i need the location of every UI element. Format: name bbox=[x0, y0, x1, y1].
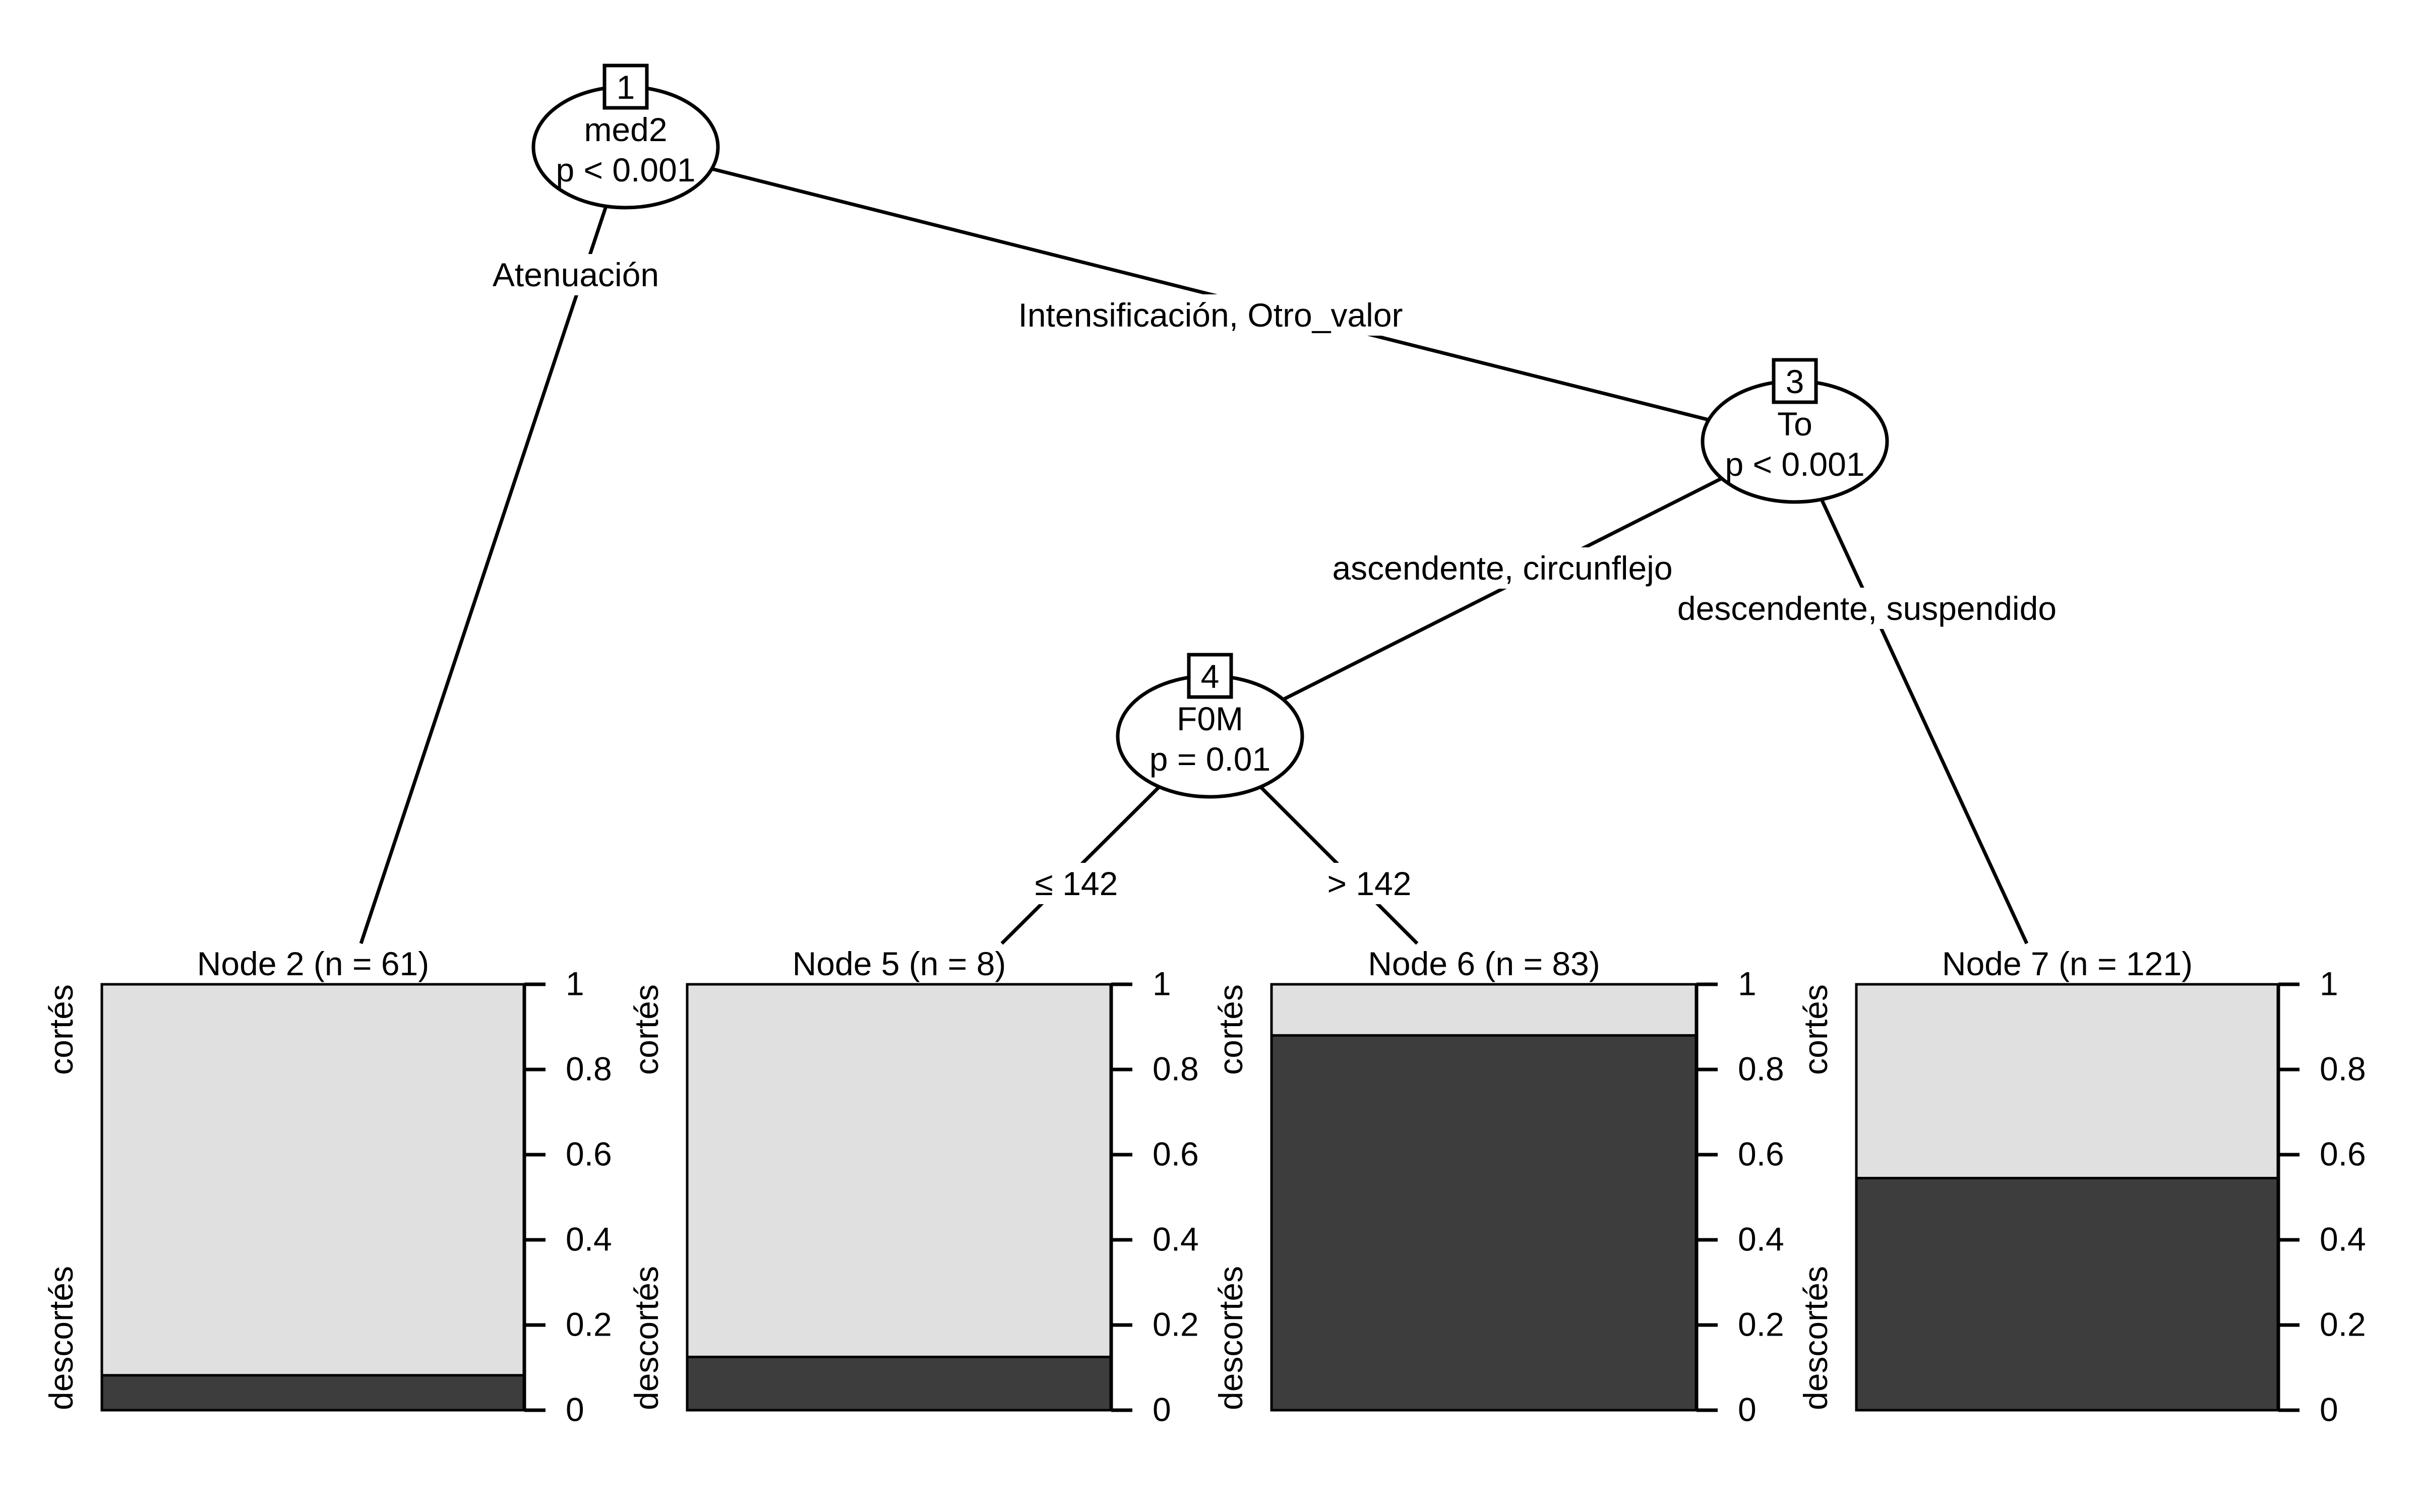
y-tick-label: 0 bbox=[566, 1391, 584, 1428]
edge-label-1-3: Intensificación, Otro_valor bbox=[1015, 294, 1406, 336]
y-tick-label: 0.2 bbox=[566, 1305, 612, 1343]
edge-label-text: Atenuación bbox=[493, 256, 659, 293]
bar-segment-cortes bbox=[1272, 984, 1697, 1036]
y-tick-label: 1 bbox=[2320, 965, 2338, 1002]
bar-segment-descortes bbox=[1856, 1178, 2278, 1410]
bar-segment-cortes bbox=[102, 984, 524, 1375]
terminal-node-7: Node 7 (n = 121) 0 0.2 0.4 0.6 0.8 1 cortés desc… bbox=[1797, 945, 2366, 1428]
node-id: 4 bbox=[1201, 658, 1220, 695]
y-tick-label: 1 bbox=[1738, 965, 1757, 1002]
edge-label-background bbox=[1674, 588, 2060, 629]
edge-label-background bbox=[489, 254, 662, 295]
terminal-node-label: Node 2 (n = 61) bbox=[197, 945, 429, 982]
node-id-box bbox=[602, 64, 649, 110]
bar-segment-cortes bbox=[1856, 984, 2278, 1178]
class-label-descortes: descortés bbox=[42, 1266, 80, 1410]
edge-label-3-4: ascendente, circunflejo bbox=[1329, 547, 1676, 589]
terminal-node-6: Node 6 (n = 83) 0 0.2 0.4 0.6 0.8 1 cortés desco… bbox=[1212, 945, 1784, 1428]
edge-label-1-2: Atenuación bbox=[489, 254, 662, 295]
node-id-box bbox=[1187, 653, 1233, 699]
y-tick-label: 0.4 bbox=[1153, 1220, 1199, 1257]
edge-label-3-7: descendente, suspendido bbox=[1674, 588, 2060, 629]
y-tick-label: 0.2 bbox=[2320, 1305, 2366, 1343]
terminal-node-label: Node 5 (n = 8) bbox=[793, 945, 1006, 982]
class-label-cortes: cortés bbox=[42, 984, 80, 1075]
edge-label-text: Intensificación, Otro_valor bbox=[1018, 296, 1403, 334]
y-tick-label: 1 bbox=[566, 965, 584, 1002]
node-p-value: p < 0.001 bbox=[1725, 446, 1864, 483]
edge-label-text: > 142 bbox=[1327, 865, 1412, 902]
class-label-cortes: cortés bbox=[628, 984, 665, 1075]
class-label-descortes: descortés bbox=[628, 1266, 665, 1410]
y-tick-label: 0.2 bbox=[1153, 1305, 1199, 1343]
y-tick-label: 0.4 bbox=[2320, 1220, 2366, 1257]
edge-label-background bbox=[1329, 547, 1676, 589]
edge-label-text: ≤ 142 bbox=[1035, 865, 1118, 902]
node-p-value: p < 0.001 bbox=[556, 151, 695, 188]
node-variable: F0M bbox=[1177, 700, 1243, 737]
edge-label-4-5: ≤ 142 bbox=[1032, 863, 1121, 904]
edge-label-background bbox=[1032, 863, 1121, 904]
terminal-node-2: Node 2 (n = 61) 0 0.2 0.4 0.6 0.8 1 cortés desco… bbox=[42, 945, 612, 1428]
y-tick-label: 0.2 bbox=[1738, 1305, 1784, 1343]
y-tick-label: 0 bbox=[2320, 1391, 2338, 1428]
terminal-node-5: Node 5 (n = 8) 0 0.2 0.4 0.6 0.8 1 cortés descor… bbox=[628, 945, 1199, 1428]
class-label-cortes: cortés bbox=[1212, 984, 1249, 1075]
y-tick-label: 0.6 bbox=[1153, 1135, 1199, 1172]
class-label-cortes: cortés bbox=[1797, 984, 1834, 1075]
y-tick-label: 0.8 bbox=[1738, 1050, 1784, 1087]
node-variable: To bbox=[1777, 405, 1812, 443]
y-tick-label: 0 bbox=[1153, 1391, 1171, 1428]
edge-label-text: descendente, suspendido bbox=[1677, 590, 2056, 627]
bar-segment-cortes bbox=[687, 984, 1111, 1357]
edge-label-background bbox=[1015, 294, 1406, 336]
edge-3-4 bbox=[1209, 439, 1796, 738]
y-tick-label: 0.4 bbox=[1738, 1220, 1784, 1257]
bar-segment-descortes bbox=[687, 1357, 1111, 1410]
class-label-descortes: descortés bbox=[1797, 1266, 1834, 1410]
node-id: 3 bbox=[1786, 363, 1804, 400]
y-tick-label: 1 bbox=[1153, 965, 1171, 1002]
bar-segment-descortes bbox=[1272, 1035, 1697, 1410]
node-variable: med2 bbox=[584, 111, 667, 148]
terminal-node-label: Node 6 (n = 83) bbox=[1368, 945, 1600, 982]
class-label-descortes: descortés bbox=[1212, 1266, 1249, 1410]
node-p-value: p = 0.01 bbox=[1150, 740, 1270, 778]
y-tick-label: 0.4 bbox=[566, 1220, 612, 1257]
terminal-node-label: Node 7 (n = 121) bbox=[1942, 945, 2193, 982]
bar-segment-descortes bbox=[102, 1375, 524, 1410]
y-tick-label: 0.6 bbox=[1738, 1135, 1784, 1172]
edge-3-7 bbox=[1793, 440, 2029, 944]
terminal-panels: Node 2 (n = 61) 0 0.2 0.4 0.6 0.8 1 cortés desco… bbox=[42, 945, 2366, 1428]
y-tick-label: 0.6 bbox=[2320, 1135, 2366, 1172]
edge-label-4-6: > 142 bbox=[1324, 863, 1415, 904]
edge-label-background bbox=[1324, 863, 1415, 904]
node-id-box bbox=[1772, 358, 1818, 404]
node-id: 1 bbox=[617, 69, 635, 106]
y-tick-label: 0.8 bbox=[1153, 1050, 1199, 1087]
y-tick-label: 0 bbox=[1738, 1391, 1757, 1428]
inner-node-3: Top < 0.001 3 bbox=[1701, 358, 1889, 504]
edge-label-text: ascendente, circunflejo bbox=[1332, 549, 1672, 587]
y-tick-label: 0.6 bbox=[566, 1135, 612, 1172]
y-tick-label: 0.8 bbox=[2320, 1050, 2366, 1087]
y-tick-label: 0.8 bbox=[566, 1050, 612, 1087]
